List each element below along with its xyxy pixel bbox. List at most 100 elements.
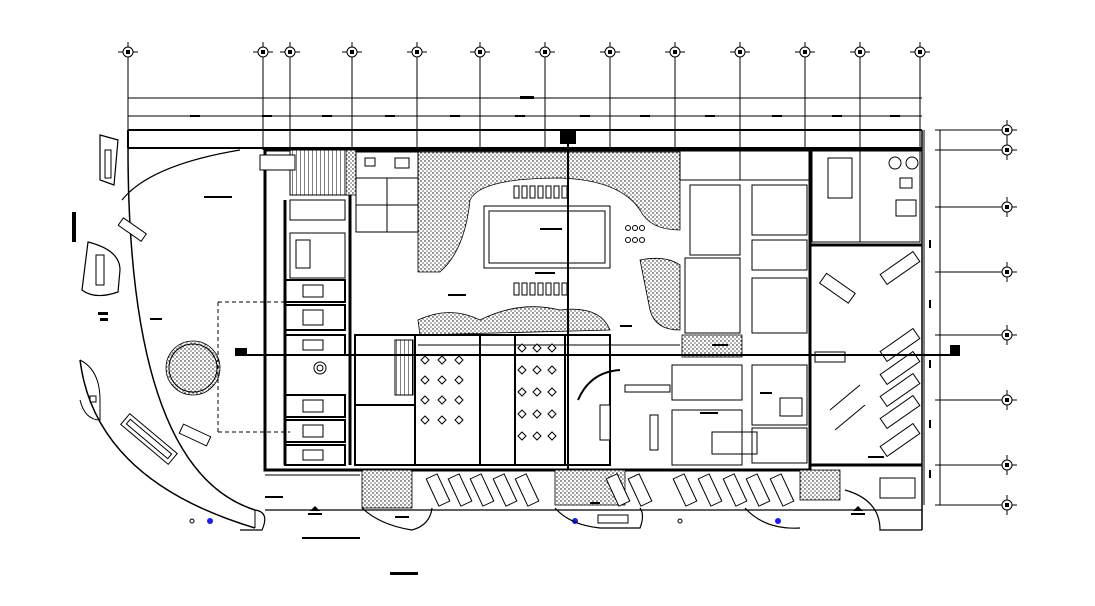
dining-table: [454, 395, 464, 405]
pool-table: [632, 225, 638, 231]
courtyard: [417, 151, 681, 346]
dining-table: [437, 375, 447, 385]
grid-marker-right: [997, 390, 1017, 410]
guest-room: [284, 304, 346, 331]
column-grid-markers-top: [118, 42, 930, 150]
sun-lounger: [561, 185, 568, 199]
hall-room: [564, 334, 611, 466]
parking-bay: [722, 473, 748, 507]
grid-marker-top: [535, 42, 555, 62]
parking-bay: [627, 473, 653, 507]
parking-east: [814, 250, 921, 458]
parking-bay: [469, 473, 495, 507]
dining-table: [547, 409, 557, 419]
parking-south: [265, 469, 922, 531]
dining-table: [420, 395, 430, 405]
dining-table: [420, 355, 430, 365]
row-grid-markers-right: [935, 120, 1017, 515]
guest-room: [284, 419, 346, 443]
dining-table: [532, 431, 542, 441]
dining-table: [547, 343, 557, 353]
guest-room: [284, 394, 346, 418]
grid-marker-top: [850, 42, 870, 62]
dining-table: [517, 387, 527, 397]
label-mark: [760, 392, 772, 394]
sun-lounger: [561, 282, 568, 296]
dining-table: [454, 415, 464, 425]
parking-bay: [697, 473, 723, 507]
site-boundary: [79, 129, 923, 530]
dining-table: [517, 343, 527, 353]
parking-bay: [879, 394, 921, 430]
sun-lounger: [553, 282, 560, 296]
east-block: [671, 149, 921, 466]
sun-lounger: [529, 282, 536, 296]
counter: [624, 384, 671, 393]
grid-marker-top: [600, 42, 620, 62]
label-mark: [265, 496, 283, 498]
grid-marker-right: [997, 197, 1017, 217]
grid-marker-top: [407, 42, 427, 62]
grid-marker-right: [997, 120, 1017, 140]
grid-marker-top: [342, 42, 362, 62]
sun-lounger: [537, 282, 544, 296]
interior-stairs: [394, 339, 414, 396]
label-mark: [620, 325, 632, 327]
bed: [302, 284, 324, 298]
parking-bay: [879, 372, 921, 408]
parking-bay: [425, 473, 451, 507]
grid-marker-right: [997, 495, 1017, 515]
dining-table: [532, 343, 542, 353]
dining-table: [532, 365, 542, 375]
parking-bay: [605, 473, 631, 507]
hall-room: [354, 404, 416, 466]
sun-lounger: [545, 282, 552, 296]
sun-lounger: [545, 185, 552, 199]
service-rooms-top: [289, 151, 419, 279]
room-label-marks: [150, 196, 884, 518]
dimension-lines: [128, 96, 941, 505]
dining-table: [517, 409, 527, 419]
sun-lounger: [529, 185, 536, 199]
parking-bay: [879, 350, 921, 386]
counter: [649, 414, 659, 451]
parking-bay: [492, 473, 518, 507]
parking-bay: [447, 473, 473, 507]
label-mark: [712, 344, 728, 346]
pool-table: [625, 225, 631, 231]
bed: [302, 424, 324, 438]
pool-table: [625, 237, 631, 243]
grid-marker-right: [997, 325, 1017, 345]
guest-rooms-left: [284, 279, 346, 466]
grid-marker-top: [118, 42, 138, 62]
parking-bay: [514, 473, 540, 507]
pool-table: [639, 237, 645, 243]
left-plaza-elements: [72, 134, 781, 531]
dining-table: [437, 415, 447, 425]
sun-lounger: [521, 282, 528, 296]
parking-bay: [879, 422, 921, 458]
axis-lines: [217, 130, 960, 470]
bed: [302, 309, 324, 326]
dining-table: [437, 395, 447, 405]
label-mark: [700, 412, 718, 414]
bed: [302, 399, 324, 413]
bed: [302, 449, 324, 461]
parking-bay: [879, 327, 921, 363]
car: [814, 351, 846, 363]
dining-table: [547, 365, 557, 375]
pool-table: [639, 225, 645, 231]
label-mark: [204, 196, 232, 198]
central-hall: [313, 334, 671, 466]
entry-markers: [302, 506, 865, 575]
grid-marker-top: [795, 42, 815, 62]
car: [818, 272, 856, 304]
bed: [302, 339, 324, 351]
sun-lounger: [513, 282, 520, 296]
parking-bay: [745, 473, 771, 507]
grid-marker-top: [665, 42, 685, 62]
grid-marker-top: [730, 42, 750, 62]
dining-table: [547, 387, 557, 397]
label-mark: [590, 502, 600, 504]
